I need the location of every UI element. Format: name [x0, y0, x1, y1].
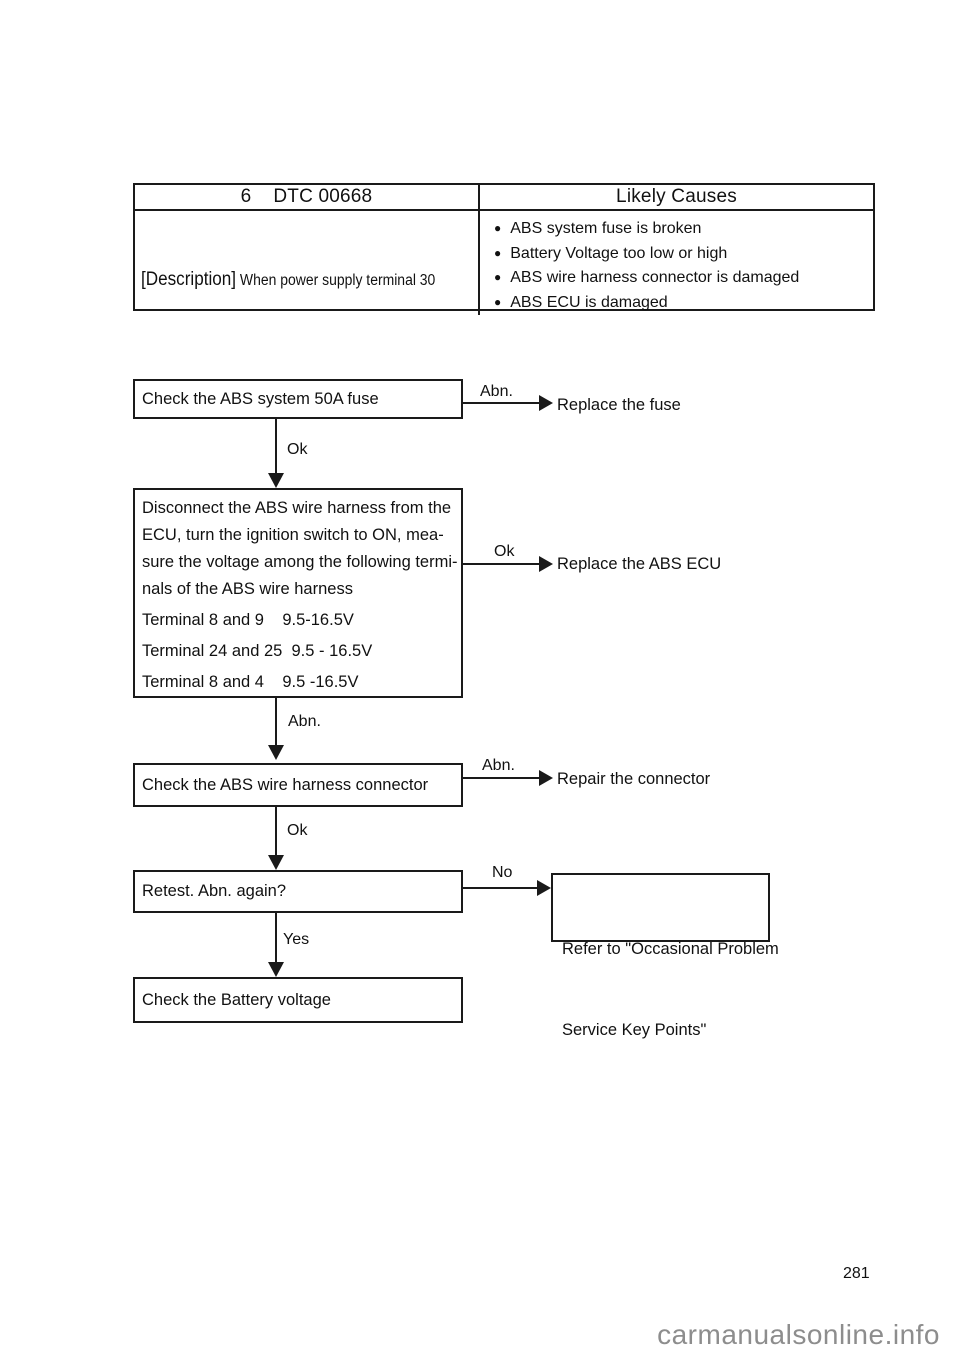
step2-box: Disconnect the ABS wire harness from the… — [133, 488, 463, 698]
step4-box: Retest. Abn. again? — [133, 870, 463, 913]
step3-box: Check the ABS wire harness connector — [133, 763, 463, 807]
step-text-line: ECU, turn the ignition switch to ON, mea… — [142, 526, 444, 544]
dtc-table-header-left: 6 DTC 00668 — [135, 185, 480, 211]
page-number: 281 — [843, 1265, 870, 1282]
refer-line-2: Service Key Points" — [562, 1021, 707, 1039]
cause-text: ABS ECU is damaged — [510, 293, 668, 311]
label-no-step4: No — [492, 864, 513, 881]
arrowhead-down-icon — [268, 473, 284, 488]
arrowhead-down-icon — [268, 962, 284, 977]
dtc-description-cell: [Description] When power supply terminal… — [135, 211, 480, 315]
step-text-line: sure the voltage among the following ter… — [142, 553, 458, 571]
step-text-line: Disconnect the ABS wire harness from the — [142, 499, 452, 517]
arrow-line-step1-right — [463, 402, 539, 404]
arrow-line-step4-down — [275, 913, 277, 962]
watermark-text: carmanualsonline.info — [657, 1319, 940, 1350]
arrow-line-step4-right — [463, 887, 539, 889]
arrow-line-step3-right — [463, 777, 539, 779]
step-text-line: Terminal 24 and 25 9.5 - 16.5V — [142, 642, 373, 660]
step1-box: Check the ABS system 50A fuse — [133, 379, 463, 419]
label-abn-step3: Abn. — [482, 757, 515, 774]
cause-text: ABS wire harness connector is damaged — [510, 269, 800, 286]
arrow-line-step2-down — [275, 698, 277, 746]
bullet-icon: ● — [494, 221, 502, 235]
result-replace-fuse: Replace the fuse — [557, 396, 681, 414]
step-text-line: Terminal 8 and 9 9.5-16.5V — [142, 611, 354, 629]
cause-item: ● ABS wire harness connector is damaged — [494, 266, 873, 291]
step-text-line: Terminal 8 and 4 9.5 -16.5V — [142, 673, 359, 691]
label-abn-step2: Abn. — [288, 713, 321, 730]
dtc-table-header-right: Likely Causes — [480, 185, 873, 211]
step5-box: Check the Battery voltage — [133, 977, 463, 1023]
result-replace-abs-ecu: Replace the ABS ECU — [557, 555, 722, 573]
arrow-line-step3-down — [275, 807, 277, 855]
dtc-table: 6 DTC 00668 Likely Causes [Description] … — [133, 183, 875, 315]
label-ok-step1: Ok — [287, 441, 308, 458]
dtc-description-text: [Description] When power supply terminal… — [141, 217, 444, 315]
arrowhead-right-icon — [539, 770, 553, 786]
arrowhead-down-icon — [268, 745, 284, 760]
cause-text: ABS system fuse is broken — [510, 220, 702, 237]
bullet-icon: ● — [494, 245, 502, 260]
description-line-1: [Description] When power supply terminal… — [141, 269, 436, 290]
arrow-line-step2-right — [463, 563, 539, 565]
refer-line-1: Refer to "Occasional Problem — [562, 940, 779, 958]
description-label: [Description] — [141, 269, 237, 290]
likely-causes-list: ● ABS system fuse is broken ● Battery Volta… — [480, 211, 873, 315]
label-abn-step1: Abn. — [480, 383, 513, 400]
step-text-line: nals of the ABS wire harness — [142, 580, 353, 598]
bullet-icon: ● — [494, 294, 502, 309]
arrow-line-step1-down — [275, 419, 277, 474]
arrowhead-right-icon — [539, 556, 553, 572]
label-yes-step4: Yes — [283, 931, 310, 948]
arrowhead-down-icon — [268, 855, 284, 870]
arrowhead-right-icon — [539, 395, 553, 411]
arrowhead-right-icon — [537, 880, 551, 896]
cause-item: ● ABS ECU is damaged — [494, 291, 873, 316]
cause-item: ● Battery Voltage too low or high — [494, 242, 873, 267]
label-ok-step2: Ok — [494, 543, 515, 560]
cause-item: ● ABS system fuse is broken — [494, 217, 873, 242]
result-repair-connector: Repair the connector — [557, 770, 711, 788]
bullet-icon: ● — [494, 270, 502, 284]
refer-box: Refer to "Occasional Problem Service Key… — [551, 873, 779, 1039]
cause-text: Battery Voltage too low or high — [510, 244, 728, 262]
label-ok-step3: Ok — [287, 822, 308, 839]
